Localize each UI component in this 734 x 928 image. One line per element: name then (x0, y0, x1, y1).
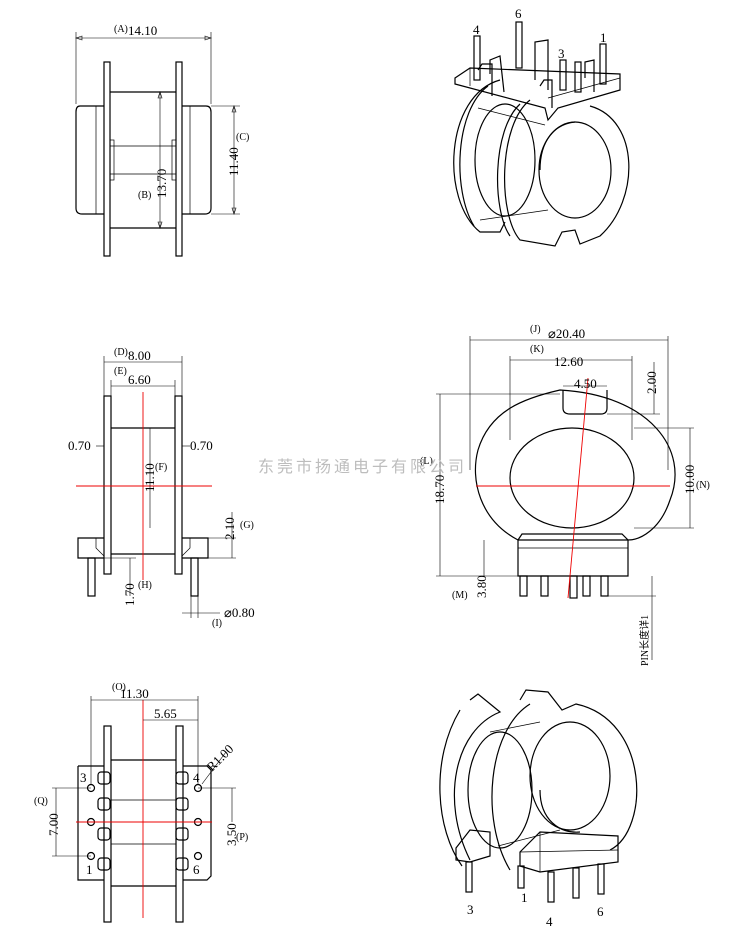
pin-length-note: PIN长度详1 (638, 615, 651, 666)
view-iso-bottom (439, 689, 638, 903)
dim-k-tag: (K) (530, 344, 544, 355)
iso-top-pin-1: 1 (600, 30, 607, 45)
iso-bottom-pin-3: 3 (467, 902, 474, 917)
dim-slot-width: 4.50 (574, 376, 597, 391)
dim-l-tag: (L) (420, 456, 433, 467)
dim-half-value: 5.65 (154, 706, 177, 721)
dim-a-value: 14.10 (128, 23, 157, 38)
dim-b-tag: (B) (138, 190, 151, 201)
iso-bottom-pin-6: 6 (597, 904, 604, 919)
layout-pin-3: 3 (80, 770, 87, 785)
dim-d-value: 8.00 (128, 348, 151, 363)
dim-p-value: 3.50 (224, 823, 239, 846)
company-watermark: 东莞市扬通电子有限公司 (258, 457, 467, 476)
dim-i-tag: (I) (212, 618, 222, 629)
view-iso-top (453, 21, 630, 247)
dim-m-value: 3.80 (474, 575, 489, 598)
dim-o-value: 11.30 (120, 686, 149, 701)
dim-n-tag: (N) (696, 480, 710, 491)
view-front-top (75, 32, 240, 257)
dim-e-tag: (E) (114, 366, 127, 377)
dim-n-value: 10.00 (682, 465, 697, 494)
dim-o-tag: (O) (112, 682, 126, 693)
view-end-mid (436, 336, 694, 660)
dim-c-value: 11.40 (226, 147, 241, 176)
dim-q-value: 7.00 (46, 813, 61, 836)
iso-top-pin-3: 3 (558, 46, 565, 61)
dim-j-value: ⌀20.40 (548, 326, 585, 341)
dim-h-value: 1.70 (122, 583, 137, 606)
iso-bottom-pin-1: 1 (521, 890, 528, 905)
layout-pin-6: 6 (193, 862, 200, 877)
view-side-mid (76, 356, 236, 618)
dim-left-wall: 0.70 (68, 438, 91, 453)
dim-right-wall: 0.70 (190, 438, 213, 453)
dim-f-value: 11.10 (142, 463, 157, 492)
dim-c-tag: (C) (236, 132, 249, 143)
dim-e-value: 6.60 (128, 372, 151, 387)
dim-i-value: ⌀0.80 (224, 605, 255, 620)
dim-m-tag: (M) (452, 590, 468, 601)
dim-j-tag: (J) (530, 324, 541, 335)
iso-top-pin-6: 6 (515, 6, 522, 21)
dim-h-tag: (H) (138, 580, 152, 591)
dim-a-tag: (A) (114, 24, 128, 35)
dim-k-value: 12.60 (554, 354, 583, 369)
dim-d-tag: (D) (114, 347, 128, 358)
dim-b-value: 13.70 (154, 169, 169, 198)
dim-l-value: 18.70 (432, 475, 447, 504)
dim-q-tag: (Q) (34, 796, 48, 807)
dim-radius-value: R1.00 (204, 741, 237, 774)
dim-p-tag: (P) (236, 832, 248, 843)
layout-pin-1: 1 (86, 862, 93, 877)
dim-f-tag: (F) (155, 462, 167, 473)
dim-g-value: 2.10 (222, 517, 237, 540)
iso-top-pin-4: 4 (473, 22, 480, 37)
layout-pin-4: 4 (193, 770, 200, 785)
view-pin-layout (52, 696, 236, 923)
dim-g-tag: (G) (240, 520, 254, 531)
iso-bottom-pin-4: 4 (546, 914, 553, 928)
dim-slot-height: 2.00 (644, 371, 659, 394)
